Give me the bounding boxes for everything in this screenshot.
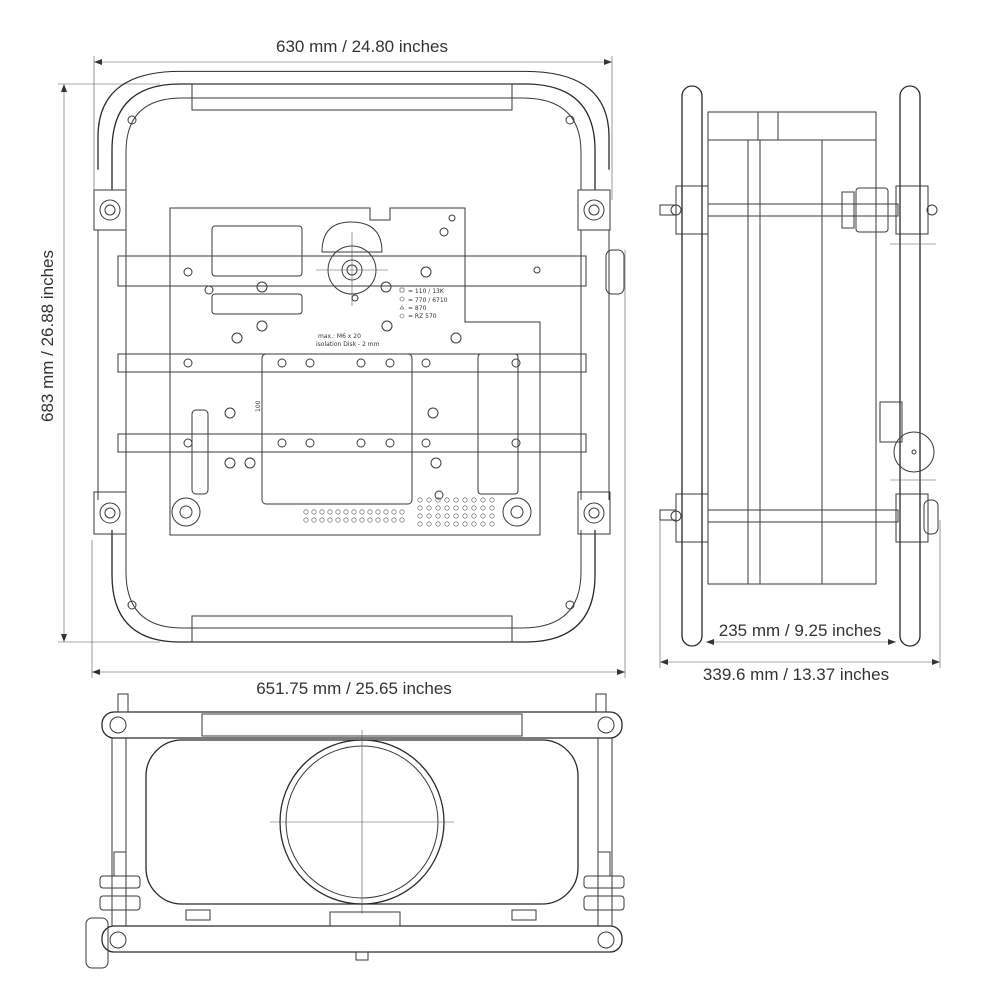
- grid-dot: [435, 513, 441, 519]
- grid-dot: [417, 497, 423, 503]
- grid-dot: [367, 509, 373, 515]
- grid-dot: [489, 521, 495, 527]
- grid-dot: [453, 513, 459, 519]
- mounting-plate: [117, 207, 587, 536]
- grid-dot: [453, 497, 459, 503]
- grid-dot: [471, 505, 477, 511]
- grid-dot: [453, 505, 459, 511]
- spacing-label: 100: [255, 400, 262, 412]
- grid-dot: [327, 509, 333, 515]
- dimension-left-height: 683 mm / 26.88 inches: [38, 83, 160, 643]
- side-view: 235 mm / 9.25 inches 339.6 mm / 13.37 in…: [659, 85, 941, 684]
- grid-dot: [480, 505, 486, 511]
- grid-dot: [480, 513, 486, 519]
- grid-dot: [444, 513, 450, 519]
- corner-clamps: [93, 189, 625, 535]
- max-thread-note: max.: M6 x 20: [318, 333, 361, 340]
- grid-dot: [426, 497, 432, 503]
- dimension-side-inner: 235 mm / 9.25 inches: [706, 621, 896, 645]
- dimension-label-side-inner: 235 mm / 9.25 inches: [719, 621, 882, 640]
- grid-dot: [335, 509, 341, 515]
- grid-dot: [489, 513, 495, 519]
- grid-dot: [327, 517, 333, 523]
- grid-dot: [399, 517, 405, 523]
- grid-dot: [480, 497, 486, 503]
- legend-circle: = 770 / 6710: [408, 297, 448, 304]
- grid-dot: [471, 497, 477, 503]
- dimension-label-bottom: 651.75 mm / 25.65 inches: [256, 679, 452, 698]
- grid-dot: [462, 497, 468, 503]
- grid-dot: [319, 509, 325, 515]
- dimension-label-left: 683 mm / 26.88 inches: [38, 250, 57, 422]
- grid-dot: [319, 517, 325, 523]
- grid-dot: [471, 513, 477, 519]
- grid-dot: [303, 517, 309, 523]
- grid-dot: [453, 521, 459, 527]
- grid-dot: [462, 505, 468, 511]
- grid-dot: [343, 509, 349, 515]
- grid-dot: [383, 517, 389, 523]
- bottom-view: [85, 693, 625, 969]
- legend-circle2: = RZ 570: [408, 313, 437, 320]
- grid-dot: [435, 521, 441, 527]
- dimension-side-outer: 339.6 mm / 13.37 inches: [659, 520, 941, 684]
- grid-dot: [426, 505, 432, 511]
- grid-dot: [489, 497, 495, 503]
- grid-dot: [435, 505, 441, 511]
- grid-dot: [303, 509, 309, 515]
- grid-dot: [462, 513, 468, 519]
- isolation-note: isolation Disk - 2 mm: [316, 341, 380, 348]
- dimension-label-side-outer: 339.6 mm / 13.37 inches: [703, 665, 889, 684]
- dimension-label-top: 630 mm / 24.80 inches: [276, 37, 448, 56]
- legend-square: = 110 / 13K: [408, 288, 445, 295]
- grid-dot: [335, 517, 341, 523]
- grid-dot: [391, 517, 397, 523]
- grid-dot: [417, 505, 423, 511]
- plate-legend: = 110 / 13K = 770 / 6710 = 870 = RZ 570 …: [255, 287, 448, 412]
- grid-dot: [375, 517, 381, 523]
- grid-dot: [417, 521, 423, 527]
- front-view: 630 mm / 24.80 inches 683 mm / 26.88 inc…: [38, 37, 626, 698]
- tube-frame: [97, 70, 610, 643]
- grid-dot: [351, 509, 357, 515]
- grid-dot: [435, 497, 441, 503]
- grid-dot: [471, 521, 477, 527]
- grid-dot: [444, 505, 450, 511]
- grid-dot: [462, 521, 468, 527]
- grid-dot: [426, 513, 432, 519]
- grid-dot: [391, 509, 397, 515]
- grid-dot: [399, 509, 405, 515]
- grid-dot: [417, 513, 423, 519]
- grid-dot: [444, 497, 450, 503]
- grid-dot: [426, 521, 432, 527]
- legend-triangle: = 870: [408, 305, 427, 312]
- bolt-holes: [183, 214, 541, 500]
- dot-grid: [303, 497, 495, 527]
- grid-dot: [311, 517, 317, 523]
- grid-dot: [375, 509, 381, 515]
- grid-dot: [311, 509, 317, 515]
- grid-dot: [489, 505, 495, 511]
- dimension-top-width: 630 mm / 24.80 inches: [93, 37, 613, 200]
- grid-dot: [343, 517, 349, 523]
- grid-dot: [383, 509, 389, 515]
- grid-dot: [351, 517, 357, 523]
- grid-dot: [359, 509, 365, 515]
- grid-dot: [367, 517, 373, 523]
- grid-dot: [359, 517, 365, 523]
- grid-dot: [480, 521, 486, 527]
- grid-dot: [444, 521, 450, 527]
- dimension-bottom-width: 651.75 mm / 25.65 inches: [91, 250, 626, 698]
